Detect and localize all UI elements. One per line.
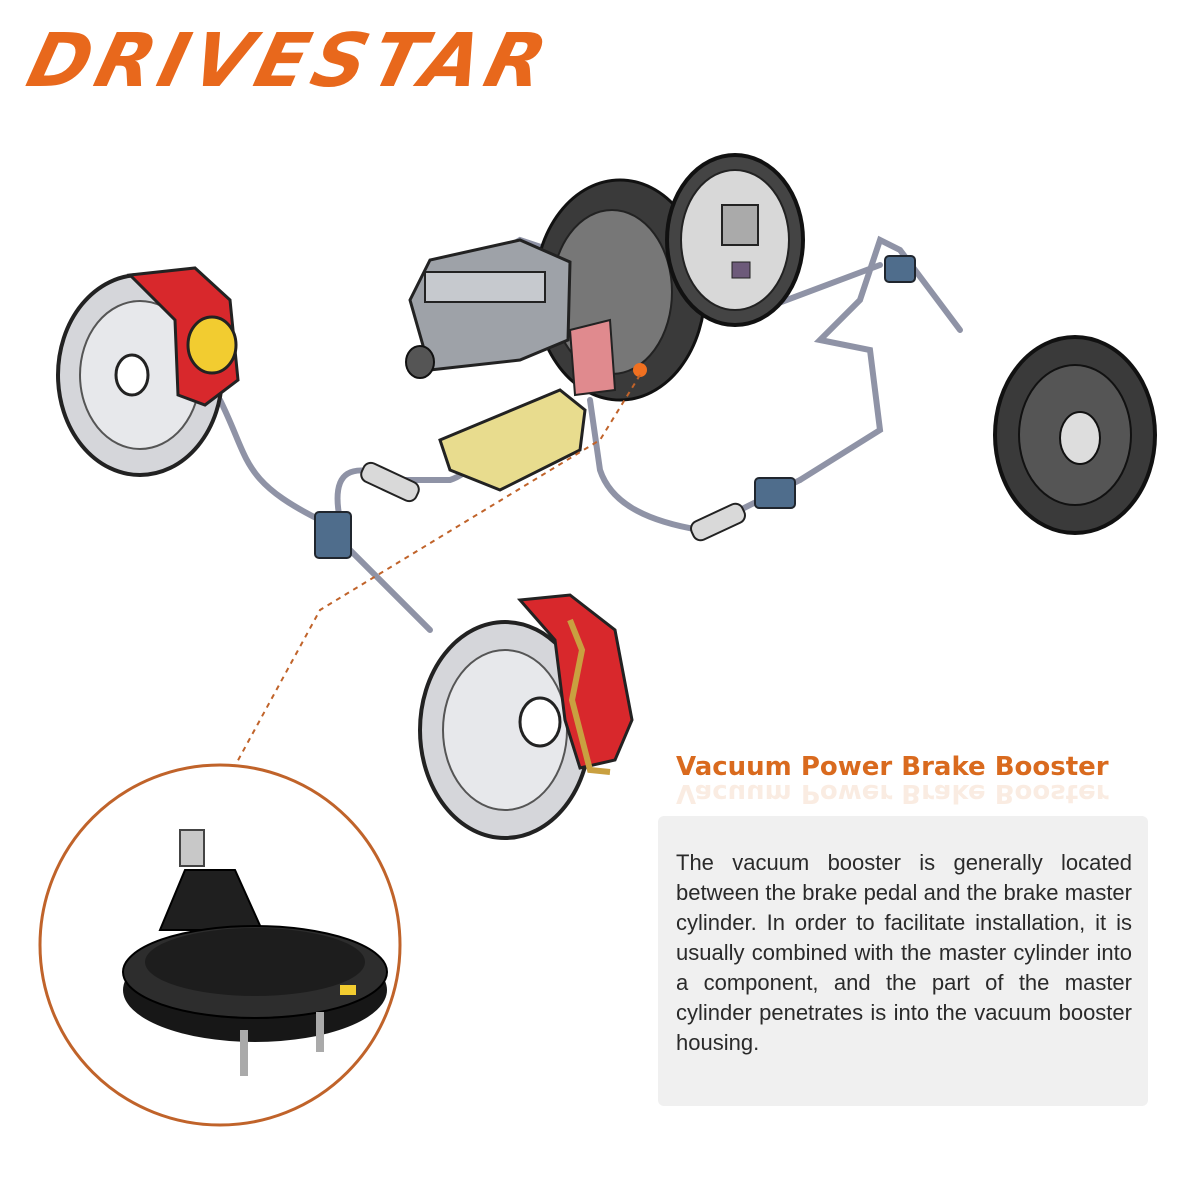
rear-right-drum-brake [993, 335, 1157, 535]
feature-heading: Vacuum Power Brake Booster [676, 752, 1109, 782]
feature-heading-reflection: Vacuum Power Brake Booster [676, 778, 1109, 808]
rear-left-drum-brake [665, 153, 805, 327]
front-right-disc-brake [418, 593, 634, 840]
booster-and-master-cylinder [405, 178, 707, 492]
description-panel [658, 816, 1148, 1106]
feature-description: The vacuum booster is generally located … [676, 850, 1132, 1055]
front-left-disc-brake [56, 266, 240, 477]
callout-leader [229, 374, 641, 776]
brake-fittings [314, 255, 916, 559]
brake-hoses [360, 461, 746, 542]
booster-closeup [122, 829, 388, 1076]
